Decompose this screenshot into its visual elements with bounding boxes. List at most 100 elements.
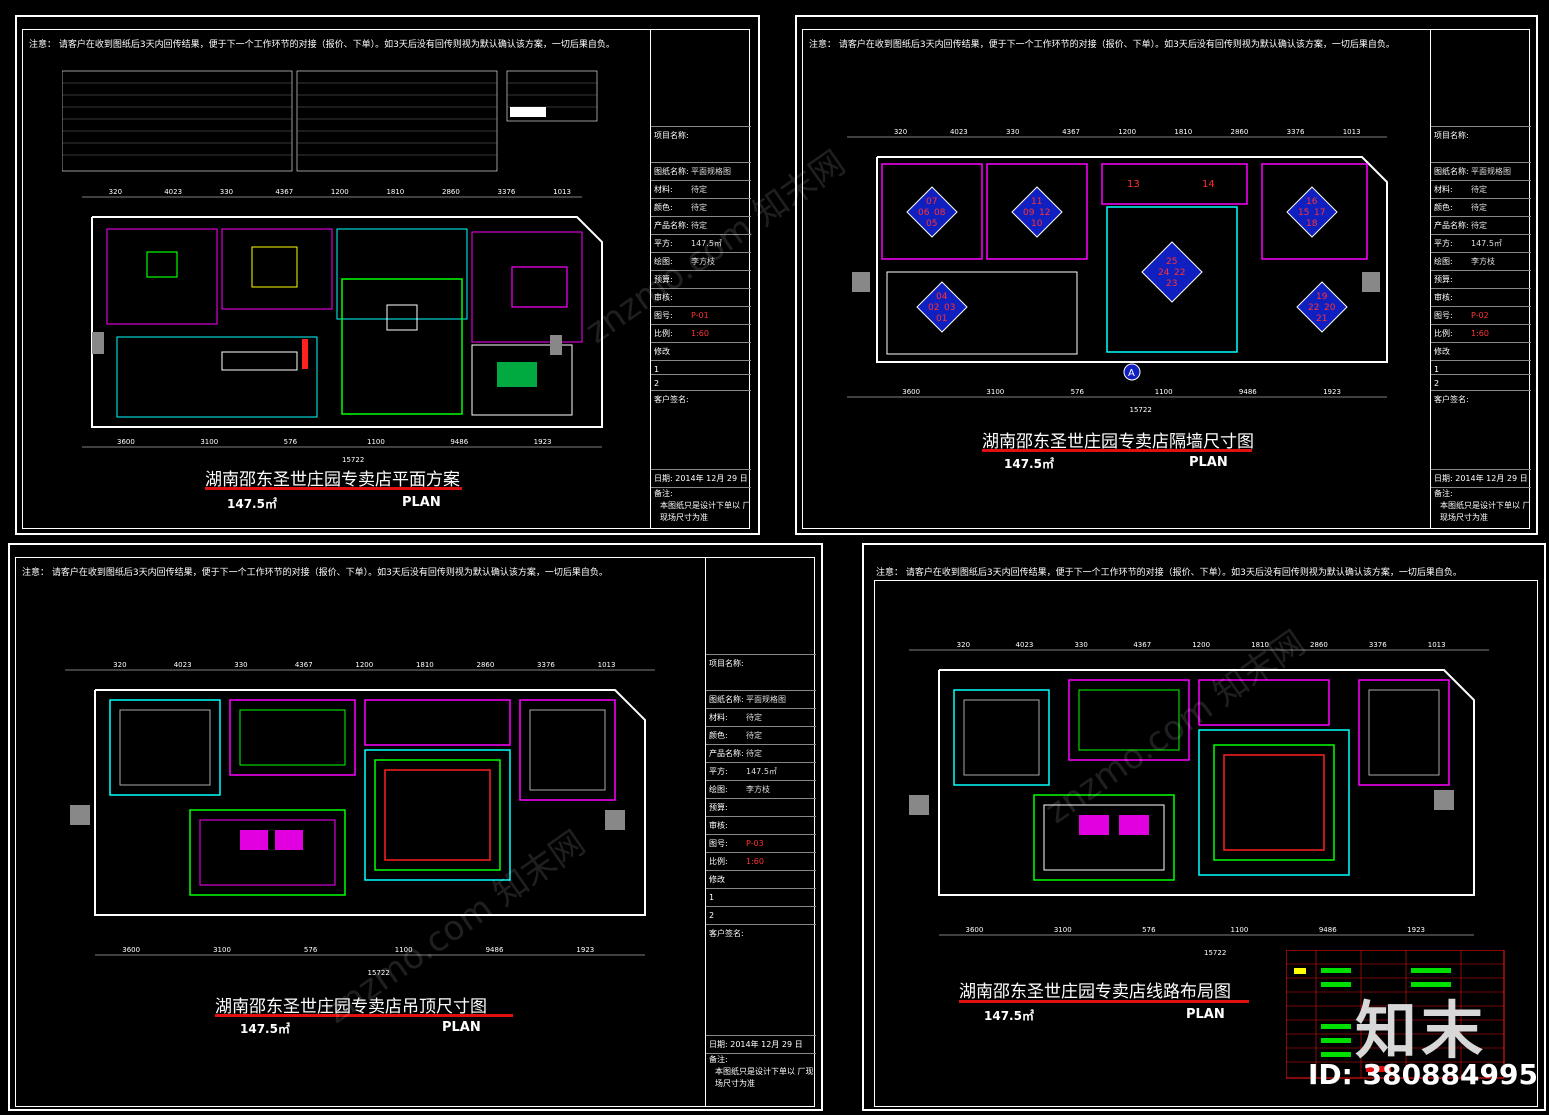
zone-number: 18	[1306, 219, 1318, 229]
dimension-label: 2860	[477, 661, 495, 669]
dimension-label: 9486	[1239, 388, 1257, 396]
dimension-label: 320	[957, 641, 970, 649]
dimension-label: 330	[220, 188, 233, 196]
drawing-name-label: 图纸名称:	[1434, 167, 1469, 176]
title-underline	[982, 449, 1252, 452]
revision-row: 修改	[706, 870, 816, 888]
dimension-total: 15722	[1130, 406, 1152, 414]
dimension-total: 15722	[1204, 949, 1226, 957]
review-row: 审核:	[706, 816, 816, 834]
drawing-frame	[874, 580, 1538, 1107]
zone-number: 20	[1324, 303, 1336, 313]
drawing-name-value: 平面规格图	[1471, 167, 1511, 176]
drawing-no-value: P-03	[746, 839, 764, 848]
product-row: 产品名称:待定	[706, 744, 816, 762]
material-row: 材料:待定	[706, 708, 816, 726]
zone-number: 05	[926, 219, 937, 229]
dimension-label: 320	[113, 661, 126, 669]
product-value: 待定	[746, 749, 762, 758]
drawing-name-value: 平面规格图	[691, 167, 731, 176]
drawer-row: 绘图:李方枝	[706, 780, 816, 798]
drawing-frame	[802, 29, 1530, 529]
remark-text: 本图纸只是设计下单以 厂现场尺寸为准	[715, 1067, 814, 1088]
drawer-row: 绘图:李方枝	[1431, 252, 1531, 270]
zone-number: 09	[1023, 208, 1035, 218]
drawing-no-value: P-01	[691, 311, 709, 320]
dimension-label: 576	[1071, 388, 1085, 396]
product-row: 产品名称:待定	[1431, 216, 1531, 234]
rev1-row: 1	[706, 888, 816, 906]
scale-label: 比例:	[709, 857, 728, 866]
dimension-label: 3376	[498, 188, 516, 196]
area-label: 147.5㎡	[227, 497, 277, 511]
drawing-name-value: 平面规格图	[746, 695, 786, 704]
dimension-label: 4367	[1062, 128, 1080, 136]
dimension-label: 2860	[1310, 641, 1328, 649]
remark-label: 备注:	[654, 489, 673, 498]
product-value: 待定	[1471, 221, 1487, 230]
title-block: 项目名称: 图纸名称:平面规格图 材料:待定 颜色:待定 产品名称:待定 平方:…	[1430, 29, 1531, 529]
tb-area-value: 147.5㎡	[746, 767, 777, 776]
title-underline	[215, 1014, 513, 1017]
remark-row: 备注:本图纸只是设计下单以 厂现场尺寸为准	[1431, 487, 1531, 529]
dimension-label: 2860	[1231, 128, 1249, 136]
zone-number: 25	[1166, 257, 1177, 267]
material-value: 待定	[691, 185, 707, 194]
zone-number: 12	[1039, 208, 1050, 218]
id-label: ID: 380884995	[1308, 1058, 1538, 1091]
dimension-label: 9486	[486, 946, 504, 954]
drawing-no-label: 图号:	[1434, 311, 1453, 320]
dimension-label: 3376	[1369, 641, 1387, 649]
drawing-no-label: 图号:	[654, 311, 673, 320]
product-label: 产品名称:	[709, 749, 744, 758]
dimension-label: 1013	[598, 661, 616, 669]
drawing-no-row: 图号:P-03	[706, 834, 816, 852]
client-row: 客户签名:	[706, 924, 816, 994]
notice-text: 注意： 请客户在收到图纸后3天内回传结果，便于下一个工作环节的对接（报价、下单）…	[809, 40, 1395, 50]
dimension-label: 3600	[117, 438, 135, 446]
dimension-label: 3600	[966, 926, 984, 934]
budget-row: 预算:	[706, 798, 816, 816]
brand-logo: 知末	[1355, 994, 1488, 1067]
product-label: 产品名称:	[1434, 221, 1469, 230]
rev2-row: 2	[706, 906, 816, 924]
scale-value: 1:60	[746, 857, 764, 866]
zone-number: 07	[926, 197, 937, 207]
dimension-label: 4023	[1016, 641, 1034, 649]
dimension-label: 1013	[1343, 128, 1361, 136]
title-block: 项目名称: 图纸名称:平面规格图 材料:待定 颜色:待定 产品名称:待定 平方:…	[705, 557, 816, 1107]
color-row: 颜色:待定	[1431, 198, 1531, 216]
dimension-label: 4367	[1133, 641, 1151, 649]
dimension-label: 320	[109, 188, 122, 196]
zone-number: 14	[1202, 179, 1215, 190]
scale-value: 1:60	[1471, 329, 1489, 338]
drawing-name-row: 图纸名称:平面规格图	[706, 690, 816, 708]
product-row: 产品名称:待定	[651, 216, 751, 234]
color-label: 颜色:	[654, 203, 673, 212]
dimension-label: 4023	[164, 188, 182, 196]
title-underline	[205, 487, 462, 490]
dimension-label: 1100	[1231, 926, 1249, 934]
material-label: 材料:	[654, 185, 673, 194]
zone-number: 15	[1298, 208, 1309, 218]
dimension-total: 15722	[368, 969, 390, 977]
dimension-label: 1810	[1251, 641, 1269, 649]
zone-number: 17	[1314, 208, 1325, 218]
dimension-label: 576	[1142, 926, 1156, 934]
budget-row: 预算:	[651, 270, 751, 288]
drawing-frame	[22, 29, 750, 529]
review-row: 审核:	[1431, 288, 1531, 306]
remark-row: 备注:本图纸只是设计下单以 厂现场尺寸为准	[706, 1053, 816, 1107]
title-block: 项目名称: 图纸名称:平面规格图 材料:待定 颜色:待定 产品名称:待定 平方:…	[650, 29, 751, 529]
drawer-label: 绘图:	[654, 257, 673, 266]
notice-text: 注意： 请客户在收到图纸后3天内回传结果，便于下一个工作环节的对接（报价、下单）…	[29, 40, 615, 50]
date-row: 日期: 2014年 12月 29 日	[651, 469, 751, 487]
tb-area-label: 平方:	[1434, 239, 1453, 248]
scale-row: 比例: 1:60	[706, 852, 816, 870]
plan-label: PLAN	[1186, 1007, 1225, 1022]
tb-area-value: 147.5㎡	[691, 239, 722, 248]
dimension-label: 1810	[386, 188, 404, 196]
zone-number: 13	[1127, 179, 1140, 190]
zone-number: 01	[936, 314, 947, 324]
